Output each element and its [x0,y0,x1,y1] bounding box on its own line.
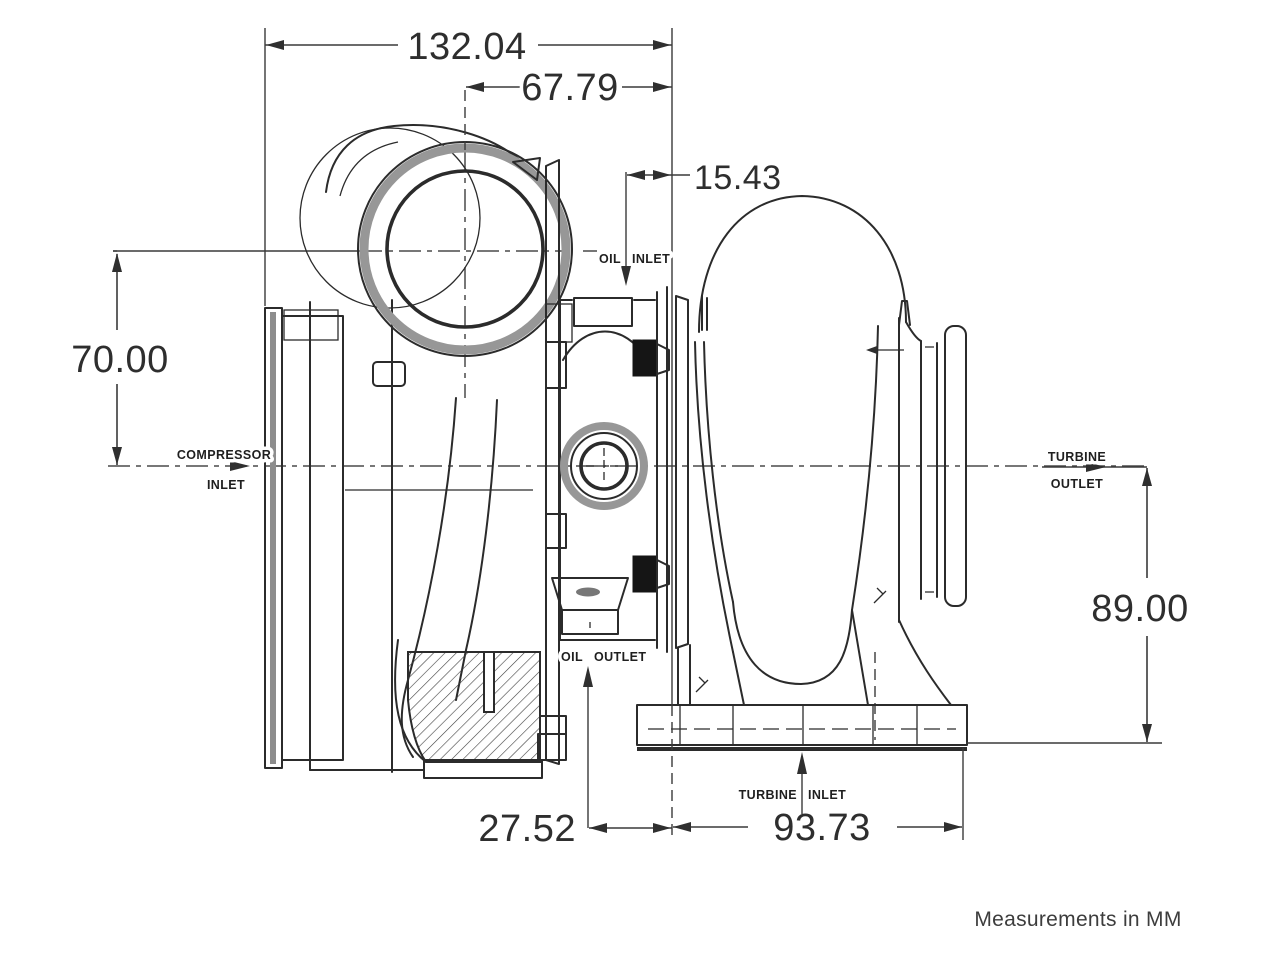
turbine-outlet-label-line1: TURBINE [1048,450,1106,464]
oil-inlet-label-word1: OIL [599,252,621,266]
dimension-overall-length-value: 132.04 [407,26,526,68]
dimension-oil-outlet-offset: 27.52 [475,805,672,854]
vband-bolt-bottom [632,555,658,593]
bearing-housing [545,286,689,653]
water-port-boss [560,422,648,510]
dimension-annotations: 132.04 67.79 15.43 70.00 [68,23,1192,854]
dimension-outlet-center-height-value: 70.00 [71,339,169,381]
port-labels: OIL INLET OIL OUTLET TURBINE INLET COMPR… [173,172,1109,828]
dimension-oil-outlet-offset-value: 27.52 [478,808,576,850]
turbine-outlet-flange [944,325,967,607]
oil-outlet-label-word2: OUTLET [594,650,646,664]
turbine-inlet-flange [636,704,968,746]
turbine-outlet-label-line2: OUTLET [1051,477,1103,491]
dimension-outlet-center-height: 70.00 [68,250,172,465]
compressor-housing [264,124,573,779]
compressor-outlet-bore [385,169,545,329]
dimension-oil-inlet-offset: 15.43 [627,156,785,201]
oil-inlet-port [573,297,633,327]
dimension-turbine-length: 93.73 [673,804,962,853]
compressor-inlet-label-line2: INLET [207,478,245,492]
turbine-inlet-label-word1: TURBINE [739,788,797,802]
dimension-overall-length: 132.04 [265,23,672,72]
turbine-housing [636,195,968,751]
compressor-section-hatch [407,651,541,763]
dimension-turbine-length-value: 93.73 [773,807,871,849]
dimension-oil-inlet-offset-value: 15.43 [694,159,782,197]
dimension-center-to-face-value: 67.79 [521,67,619,109]
dimension-center-to-face: 67.79 [466,64,672,113]
units-note: Measurements in MM [974,908,1181,931]
turbine-inlet-label-word2: INLET [808,788,846,802]
turbine-dome [698,195,907,333]
compressor-scroll-arc [299,127,481,309]
oil-outlet-label-word1: OIL [561,650,583,664]
vband-bolt-top [632,339,658,377]
dimension-flange-drop-value: 89.00 [1091,588,1189,630]
oil-inlet-label-word2: INLET [632,252,670,266]
compressor-inlet-label-line1: COMPRESSOR [177,448,271,462]
compressor-nose [325,124,524,193]
turbine-volute [732,601,853,685]
dimension-flange-drop: 89.00 [1042,466,1192,742]
